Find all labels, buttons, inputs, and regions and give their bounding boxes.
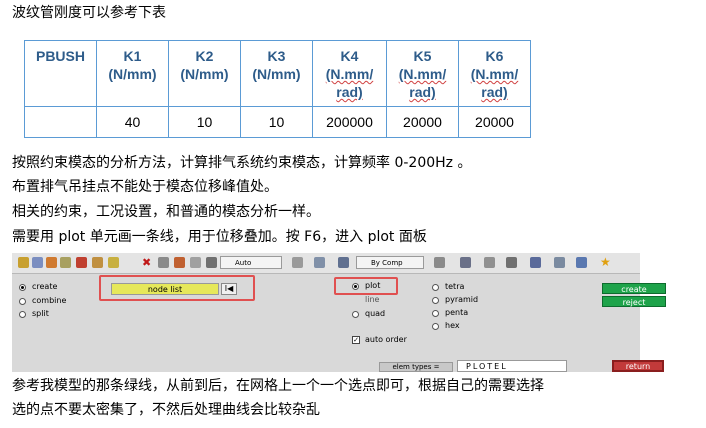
value-cell (24, 106, 97, 138)
value-cell: 40 (96, 106, 169, 138)
mesh-display-icon[interactable] (460, 257, 471, 268)
wireframe-icon[interactable] (434, 257, 445, 268)
star-icon[interactable]: ★ (600, 255, 611, 269)
elem-types-selector[interactable]: elem types = (379, 362, 453, 372)
header-cell: K6(N.mm/rad) (458, 40, 531, 107)
quad-radio[interactable] (352, 311, 359, 318)
create-button[interactable]: create (602, 283, 666, 294)
combine-label: combine (32, 296, 67, 305)
paragraph: 布置排气吊挂点不能处于模态位移峰值处。 (12, 179, 278, 195)
header-cell: PBUSH (24, 40, 97, 107)
intro-text: 波纹管刚度可以参考下表 (12, 5, 166, 21)
header-cell: K3(N/mm) (240, 40, 313, 107)
close-icon[interactable]: ✖ (142, 256, 152, 269)
mask-icon[interactable] (158, 257, 169, 268)
hex-label: hex (445, 321, 460, 330)
closing-paragraph: 参考我模型的那条绿线，从前到后，在网格上一个一个选点即可，根据自己的需要选择 (12, 378, 544, 394)
properties-icon[interactable] (60, 257, 71, 268)
plot-panel: ✖ Auto By Comp ★ create combine split no… (12, 253, 666, 372)
penta-label: penta (445, 308, 469, 317)
assemblies-icon[interactable] (32, 257, 43, 268)
iso-icon[interactable] (554, 257, 565, 268)
create-radio[interactable] (19, 284, 26, 291)
split-radio[interactable] (19, 311, 26, 318)
cursor-icon[interactable] (206, 257, 217, 268)
value-cell: 10 (240, 106, 313, 138)
closing-paragraph: 选的点不要太密集了，不然后处理曲线会比较杂乱 (12, 402, 320, 418)
reset-selection-button[interactable]: I◀ (221, 283, 237, 295)
visualization-dropdown[interactable]: Auto (220, 256, 282, 269)
return-button[interactable]: return (612, 360, 664, 372)
find-icon[interactable] (174, 257, 185, 268)
monitor-icon[interactable] (576, 257, 587, 268)
node-list-highlight (99, 275, 255, 301)
rotate-icon[interactable] (292, 257, 303, 268)
pyramid-radio[interactable] (432, 297, 439, 304)
auto-order-label: auto order (365, 335, 407, 344)
auto-order-checkbox[interactable]: ✓ (352, 336, 360, 344)
value-cell: 10 (168, 106, 241, 138)
paragraph: 相关的约束，工况设置，和普通的模态分析一样。 (12, 204, 320, 220)
collectors-icon[interactable] (46, 257, 57, 268)
value-cell: 200000 (312, 106, 387, 138)
view-icon[interactable] (314, 257, 325, 268)
header-cell: K2(N/mm) (168, 40, 241, 107)
stiffness-table: PBUSH K1(N/mm) K2(N/mm) K3(N/mm) K4(N.mm… (24, 40, 531, 138)
value-cell: 20000 (386, 106, 459, 138)
header-cell: K5(N.mm/rad) (386, 40, 459, 107)
create-label: create (32, 282, 58, 291)
components-icon[interactable] (18, 257, 29, 268)
layer-icon[interactable] (506, 257, 517, 268)
table-row: 40 10 10 200000 20000 20000 (24, 106, 531, 138)
combine-radio[interactable] (19, 298, 26, 305)
line-label: line (365, 295, 380, 304)
hex-radio[interactable] (432, 323, 439, 330)
paragraph: 需要用 plot 单元画一条线，用于位移叠加。按 F6，进入 plot 面板 (12, 229, 427, 245)
line-icon[interactable] (484, 257, 495, 268)
reject-button[interactable]: reject (602, 296, 666, 307)
tetra-label: tetra (445, 282, 465, 291)
tetra-radio[interactable] (432, 284, 439, 291)
quad-label: quad (365, 309, 386, 318)
plot-radio[interactable] (352, 283, 359, 290)
toolbar: ✖ Auto By Comp ★ (12, 253, 640, 274)
query-icon[interactable] (190, 257, 201, 268)
move-icon[interactable] (92, 257, 103, 268)
organize-icon[interactable] (108, 257, 119, 268)
header-cell: K1(N/mm) (96, 40, 169, 107)
penta-radio[interactable] (432, 310, 439, 317)
table-header-row: PBUSH K1(N/mm) K2(N/mm) K3(N/mm) K4(N.mm… (24, 40, 531, 107)
node-list-selector[interactable]: node list (111, 283, 219, 295)
elem-types-value: PLOTEL (457, 360, 567, 372)
header-cell: K4(N.mm/rad) (312, 40, 387, 107)
shaded-icon[interactable] (338, 257, 349, 268)
paragraph: 按照约束模态的分析方法，计算排气系统约束模态，计算频率 0-200Hz 。 (12, 155, 472, 171)
plot-label: plot (365, 281, 381, 290)
delete-icon[interactable] (76, 257, 87, 268)
plot-option-highlight (334, 277, 398, 295)
split-label: split (32, 309, 49, 318)
pyramid-label: pyramid (445, 295, 479, 304)
diamond-icon[interactable] (530, 257, 541, 268)
value-cell: 20000 (458, 106, 531, 138)
color-mode-dropdown[interactable]: By Comp (356, 256, 424, 269)
